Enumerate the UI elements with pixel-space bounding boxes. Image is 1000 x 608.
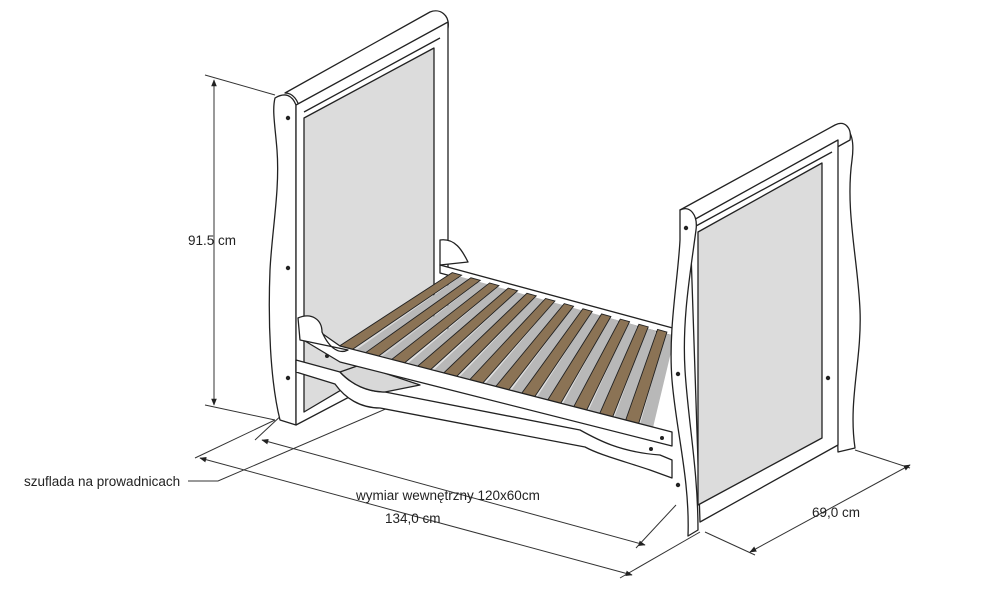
- slat-shadow: [482, 302, 563, 391]
- inner-dimension-label: wymiar wewnętrzny 120x60cm: [355, 488, 540, 503]
- footboard-right: [670, 122, 861, 537]
- slat-shadow: [534, 312, 601, 405]
- slats: [337, 272, 675, 432]
- width-dimension-line: [749, 464, 911, 553]
- footboard-right-panel: [697, 162, 823, 506]
- slat-shadow: [430, 292, 526, 377]
- height-label: 91.5 cm: [188, 233, 236, 248]
- slat-shadow: [508, 307, 582, 398]
- slat-shadow: [456, 297, 545, 384]
- dimension-lines: [188, 74, 911, 579]
- width-label: 69,0 cm: [812, 505, 860, 520]
- slat-shadow: [352, 276, 470, 357]
- length-label: 134,0 cm: [385, 511, 441, 526]
- slat-shadow: [404, 286, 507, 370]
- drawer-leader-line: [188, 404, 396, 482]
- slat-shadow: [586, 323, 638, 418]
- bed-base: [297, 239, 681, 447]
- drawer: [295, 359, 673, 479]
- drawer-label: szuflada na prowadnicach: [24, 474, 180, 489]
- slat-shadow: [560, 317, 619, 411]
- slat-shadow: [378, 281, 489, 364]
- slat-shadow: [612, 328, 657, 425]
- slat-shadow: [639, 333, 675, 432]
- inner-dimension-line: [261, 438, 646, 547]
